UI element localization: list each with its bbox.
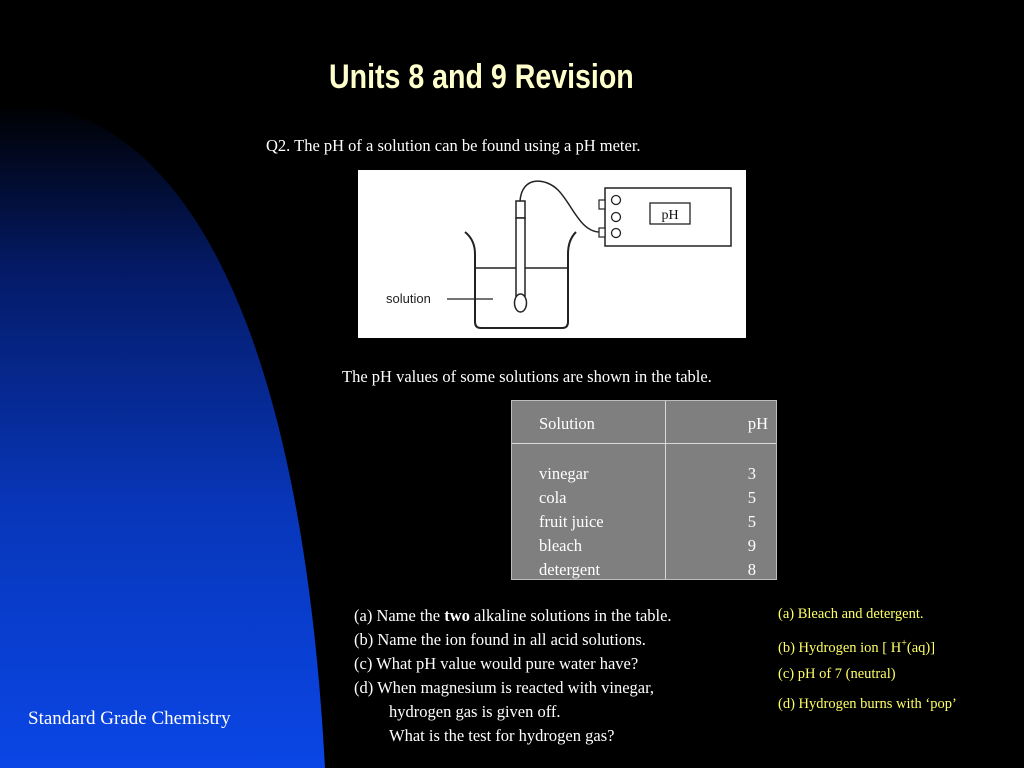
question-part-a-prefix: (a) Name the [354,606,445,625]
table-header-ph: pH [747,414,768,433]
solution-label: solution [386,291,431,306]
table-cell-solution: vinegar [539,464,589,483]
slide-title: Units 8 and 9 Revision [328,58,634,96]
question-intro: Q2. The pH of a solution can be found us… [266,136,641,155]
meter-knob-2 [610,211,622,223]
question-parts: (a) Name the two alkaline solutions in t… [354,604,672,748]
meter-knob-3 [610,227,622,239]
slide-footer: Standard Grade Chemistry [28,708,231,729]
ph-meter-diagram: pH solution [358,170,746,338]
question-part-b: (b) Name the ion found in all acid solut… [354,630,646,649]
answer-b-suffix: (aq)] [906,639,936,656]
table-ph-column: 3 5 5 9 8 [748,462,756,582]
probe-bulb [513,293,528,313]
answer-c: (c) pH of 7 (neutral) [778,666,896,682]
question-part-d-line2: hydrogen gas is given off. [389,702,561,721]
table-cell-ph: 5 [747,512,756,531]
answers: (a) Bleach and detergent. (b) Hydrogen i… [778,604,957,724]
answer-b-prefix: (b) Hydrogen ion [ H [778,639,902,656]
slide-title-wrap: Units 8 and 9 Revision [0,58,1024,97]
ph-table: Solution pH vinegar cola fruit juice ble… [511,400,777,580]
meter-socket-bottom [598,227,606,238]
question-part-c: (c) What pH value would pure water have? [354,654,639,673]
question-part-d-line1: (d) When magnesium is reacted with vineg… [354,678,655,697]
question-part-a: (a) Name the two alkaline solutions in t… [354,604,672,628]
table-header-solution: Solution [539,414,595,433]
question-part-a-suffix: alkaline solutions in the table. [469,606,672,625]
question-part-d-line3: What is the test for hydrogen gas? [389,726,615,745]
ph-meter-diagram-svg: pH solution [386,180,732,329]
meter-knob-1 [610,194,622,206]
meter-display [649,202,691,225]
table-cell-ph: 5 [747,488,756,507]
question-part-a-bold: two [444,606,470,625]
table-solution-column: vinegar cola fruit juice bleach detergen… [539,462,604,582]
probe-cap [515,200,526,219]
table-cell-solution: detergent [539,560,601,579]
answer-b: (b) Hydrogen ion [ H+(aq)] [778,634,957,664]
answer-d: (d) Hydrogen burns with ‘pop’ [778,696,957,712]
table-column-divider [665,401,666,579]
answer-b-superscript: + [901,638,907,649]
probe-cable [519,180,601,233]
table-cell-ph: 8 [747,560,756,579]
meter-display-label: pH [661,208,678,223]
table-intro: The pH values of some solutions are show… [342,367,712,386]
table-cell-ph: 9 [747,536,756,555]
meter-socket-top [598,199,606,210]
table-header-divider [512,443,776,444]
table-cell-solution: fruit juice [539,512,604,531]
table-cell-ph: 3 [747,464,756,483]
answer-a: (a) Bleach and detergent. [778,606,924,622]
table-cell-solution: cola [539,488,567,507]
probe-rod [515,217,526,297]
table-cell-solution: bleach [539,536,583,555]
beaker-outline [464,231,577,329]
